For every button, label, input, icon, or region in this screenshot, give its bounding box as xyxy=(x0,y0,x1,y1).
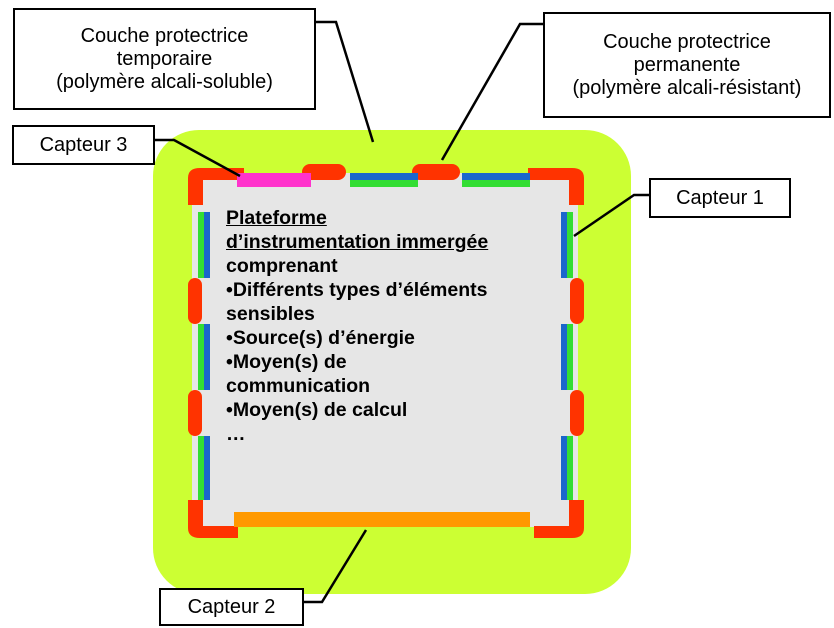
platform-body-line-3: sensibles xyxy=(226,303,315,325)
platform-body-line-4: •Source(s) d’énergie xyxy=(226,327,415,349)
leader-sensor-3 xyxy=(155,138,241,178)
platform-description: Plateforme d’instrumentation immergée co… xyxy=(226,206,556,446)
platform-body xyxy=(192,173,578,527)
permanent-protective-layer xyxy=(188,164,584,538)
platform-title-line-1: Plateforme xyxy=(226,207,327,229)
leader-temp-layer xyxy=(316,20,375,143)
callout-permanent-layer-line-2: permanente xyxy=(633,53,741,76)
callout-sensor-3-label: Capteur 3 xyxy=(39,133,128,156)
leader-sensor-2 xyxy=(304,529,368,604)
callout-sensor-2: Capteur 2 xyxy=(159,588,304,626)
callout-temporary-layer-line-1: Couche protectrice xyxy=(80,24,249,47)
platform-title-line-2: d’instrumentation immergée xyxy=(226,231,489,253)
sensor-3-element xyxy=(237,173,311,187)
platform-body-line-6: communication xyxy=(226,375,371,397)
callout-temporary-layer-line-3: (polymère alcali-soluble) xyxy=(56,70,273,93)
callout-temporary-layer: Couche protectrice temporaire (polymère … xyxy=(13,8,316,110)
sensor-1-elements xyxy=(561,212,573,500)
platform-body-line-5: •Moyen(s) de xyxy=(226,351,347,373)
callout-permanent-layer: Couche protectrice permanente (polymère … xyxy=(543,12,831,118)
sensor-2-element xyxy=(234,512,530,527)
leader-lines xyxy=(155,20,649,604)
platform-body-line-8: … xyxy=(226,423,246,445)
leader-perm-layer xyxy=(440,22,543,161)
callout-sensor-3: Capteur 3 xyxy=(12,125,155,165)
callout-temporary-layer-line-2: temporaire xyxy=(116,47,213,70)
callout-sensor-1-label: Capteur 1 xyxy=(676,186,764,209)
platform-body-line-2: •Différents types d’éléments xyxy=(226,279,488,301)
top-sensor-elements xyxy=(350,173,530,187)
callout-permanent-layer-line-1: Couche protectrice xyxy=(603,30,771,53)
left-sensor-elements xyxy=(198,212,210,500)
platform-body-line-7: •Moyen(s) de calcul xyxy=(226,399,408,421)
platform-body-line-1: comprenant xyxy=(226,255,338,277)
leader-sensor-1 xyxy=(573,193,649,238)
callout-sensor-2-label: Capteur 2 xyxy=(187,595,276,618)
callout-permanent-layer-line-3: (polymère alcali-résistant) xyxy=(572,76,802,99)
callout-sensor-1: Capteur 1 xyxy=(649,178,791,218)
